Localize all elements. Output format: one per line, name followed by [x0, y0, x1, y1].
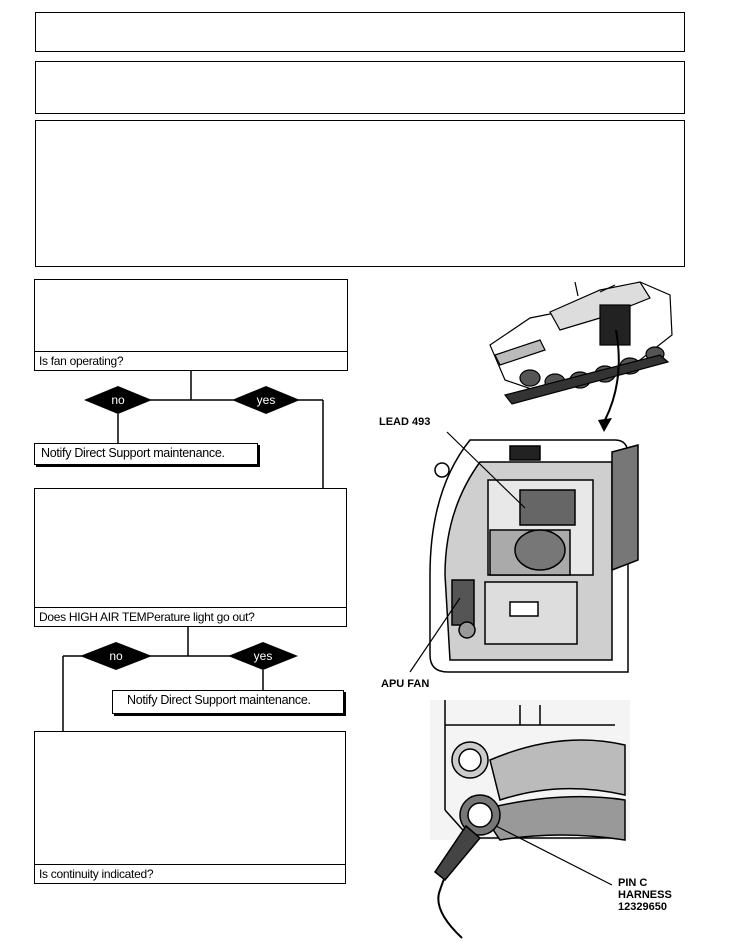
yes-diamond-2: [228, 642, 298, 670]
question-box-1: Is fan operating?: [34, 279, 348, 371]
callout-pin-c-line3: 12329650: [618, 901, 667, 913]
callout-apu-fan: APU FAN: [381, 678, 430, 690]
callout-pin-c: PIN C HARNESS 12329650: [618, 877, 672, 913]
yes-label-2: yes: [254, 649, 273, 663]
notify-box-1: Notify Direct Support maintenance.: [34, 443, 258, 465]
callout-pin-c-line1: PIN C: [618, 877, 648, 889]
compartment-illustration: [429, 439, 639, 673]
yes-label-1: yes: [257, 393, 276, 407]
header-box-2: [35, 61, 685, 114]
vehicle-illustration: [489, 281, 673, 405]
question-fan-operating: Is fan operating?: [35, 351, 347, 370]
no-diamond-1: [84, 386, 152, 414]
question-box-3: Is continuity indicated?: [34, 731, 346, 884]
callout-lead-493: LEAD 493: [379, 416, 431, 428]
harness-illustration: [430, 700, 630, 939]
header-box-1: [35, 12, 685, 52]
notify-box-2: Notify Direct Support maintenance.: [112, 690, 344, 714]
question-box-2: Does HIGH AIR TEMPerature light go out?: [34, 488, 347, 627]
question-continuity: Is continuity indicated?: [35, 864, 345, 883]
header-box-3: [35, 120, 685, 267]
no-label-1: no: [111, 393, 125, 407]
no-diamond-2: [80, 642, 152, 670]
question-light-out: Does HIGH AIR TEMPerature light go out?: [35, 607, 346, 626]
no-label-2: no: [109, 649, 123, 663]
yes-diamond-1: [232, 386, 300, 414]
callout-pin-c-line2: HARNESS: [618, 889, 672, 901]
